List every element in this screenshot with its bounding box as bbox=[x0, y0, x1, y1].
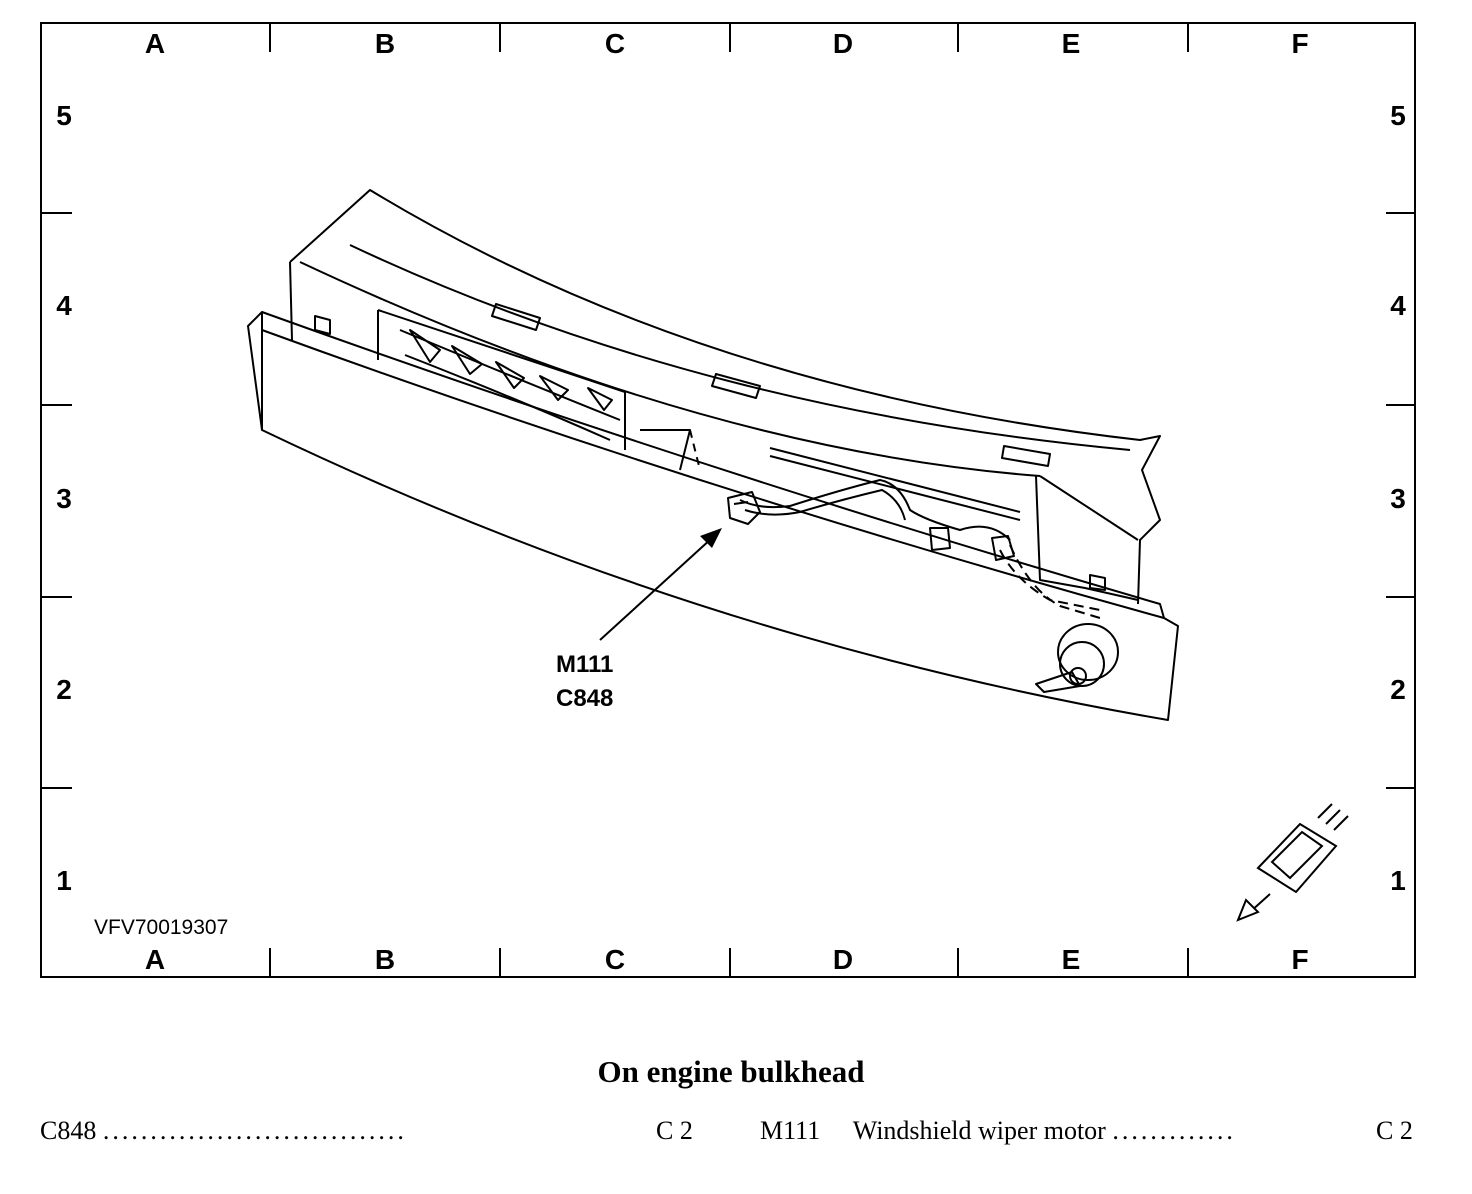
leader-dots: ................................ bbox=[102, 1116, 407, 1145]
callout-component-code: M111 bbox=[556, 651, 614, 678]
column-label-f-top: F bbox=[1291, 28, 1309, 59]
row-label-1-left: 1 bbox=[56, 865, 72, 896]
grid-ticks bbox=[42, 24, 1414, 976]
column-label-c-top: C bbox=[604, 28, 626, 59]
column-label-f-bottom: F bbox=[1291, 944, 1309, 975]
callout-arrow bbox=[599, 528, 722, 641]
column-label-e-top: E bbox=[1061, 28, 1081, 59]
column-label-b-bottom: B bbox=[374, 944, 396, 975]
legend-entry-c848: C848 ................................ bbox=[40, 1116, 407, 1146]
column-label-d-bottom: D bbox=[832, 944, 854, 975]
legend-location-c848: C 2 bbox=[656, 1116, 693, 1145]
row-label-4-left: 4 bbox=[56, 290, 72, 321]
row-label-1-right: 1 bbox=[1390, 865, 1406, 896]
callout-label: M111 C848 bbox=[556, 648, 613, 716]
cowl-panel bbox=[247, 189, 1179, 721]
column-label-c-bottom: C bbox=[604, 944, 626, 975]
row-label-3-right: 3 bbox=[1390, 483, 1406, 514]
callout-connector-code: C848 bbox=[556, 685, 614, 712]
legend-location-m111: C 2 bbox=[1376, 1116, 1413, 1145]
row-label-5-left: 5 bbox=[56, 100, 72, 131]
row-label-2-left: 2 bbox=[56, 674, 72, 705]
legend-code: M111 bbox=[760, 1116, 821, 1145]
vehicle-orientation-icon bbox=[1236, 803, 1349, 922]
column-label-a-top: A bbox=[144, 28, 166, 59]
caption: On engine bulkhead bbox=[597, 1054, 865, 1089]
legend-description: Windshield wiper motor bbox=[852, 1116, 1106, 1145]
column-label-b-top: B bbox=[374, 28, 396, 59]
row-label-4-right: 4 bbox=[1390, 290, 1406, 321]
bulkhead-drawing bbox=[42, 24, 1414, 976]
legend-code: C848 bbox=[40, 1116, 97, 1145]
diagram-frame bbox=[40, 22, 1416, 978]
leader-dots: ............. bbox=[1112, 1116, 1236, 1145]
figure-id: VFV70019307 bbox=[94, 916, 229, 939]
row-label-3-left: 3 bbox=[56, 483, 72, 514]
column-label-e-bottom: E bbox=[1061, 944, 1081, 975]
column-label-a-bottom: A bbox=[144, 944, 166, 975]
column-label-d-top: D bbox=[832, 28, 854, 59]
row-label-5-right: 5 bbox=[1390, 100, 1406, 131]
row-label-2-right: 2 bbox=[1390, 674, 1406, 705]
legend-entry-m111: M111 Windshield wiper motor ............… bbox=[760, 1116, 1236, 1146]
